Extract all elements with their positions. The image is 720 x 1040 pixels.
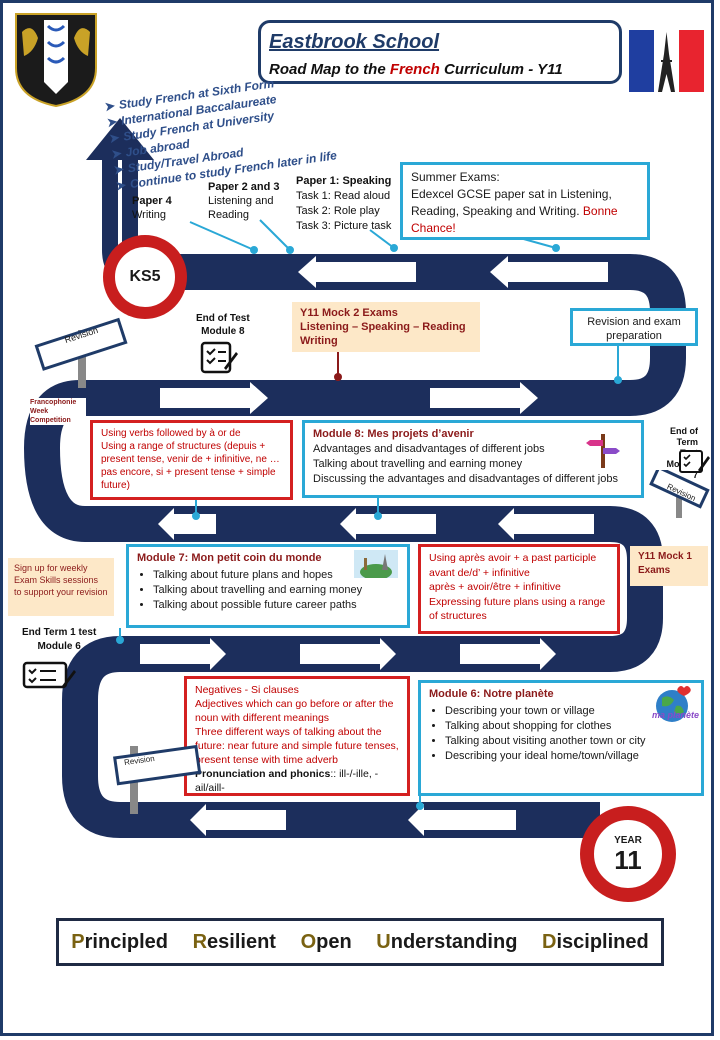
signup-note: Sign up for weekly Exam Skills sessions … xyxy=(8,558,114,616)
value-disciplined: Disciplined xyxy=(542,930,649,953)
list-item: Talking about shopping for clothes xyxy=(445,719,693,734)
school-values-bar: Principled Resilient Open Understanding … xyxy=(56,918,664,966)
revision-signpost xyxy=(34,317,128,388)
signpost-directions-icon xyxy=(586,434,620,468)
french-flag-eiffel-icon xyxy=(629,30,704,92)
test-clipboard-icon xyxy=(22,661,76,689)
paper1-label: Paper 1: Speaking Task 1: Read aloud Tas… xyxy=(296,175,392,232)
list-item: Describing your ideal home/town/village xyxy=(445,749,693,764)
ma-planete-image: ma planète xyxy=(648,684,700,730)
value-open: Open xyxy=(300,930,352,953)
year11-start-marker: YEAR 11 xyxy=(580,806,676,902)
revision-signpost xyxy=(113,744,202,814)
module8-title: Module 8: Mes projets d’avenir xyxy=(313,428,474,440)
revision-signpost xyxy=(649,470,710,518)
page-subtitle: Road Map to the French Curriculum - Y11 xyxy=(269,61,563,78)
road-arrow xyxy=(298,256,416,288)
title-box: Eastbrook School Road Map to the French … xyxy=(258,20,622,84)
grammar-module6-box: Negatives - Si clauses Adjectives which … xyxy=(184,676,410,796)
road-arrow xyxy=(490,256,608,288)
list-item: Talking about future plans and hopes xyxy=(153,568,399,583)
francophonie-note: Francophonie Week Competition xyxy=(30,398,86,425)
revision-exam-prep-box: Revision and exam preparation xyxy=(570,308,698,346)
list-item: Talking about travelling and earning mon… xyxy=(153,583,399,598)
value-understanding: Understanding xyxy=(376,930,518,953)
mock1-box: Y11 Mock 1 Exams xyxy=(630,546,708,586)
school-name: Eastbrook School xyxy=(269,31,440,53)
module6-box: Module 6: Notre planète Describing your … xyxy=(418,680,704,796)
test-clipboard-icon xyxy=(679,450,710,473)
ks5-marker: KS5 xyxy=(103,235,187,319)
value-resilient: Resilient xyxy=(192,930,276,953)
globe-icon xyxy=(656,686,691,722)
module7-title: Module 7: Mon petit coin du monde xyxy=(137,552,322,564)
school-crest-logo xyxy=(15,13,97,108)
module6-title: Module 6: Notre planète xyxy=(429,688,554,700)
world-landmarks-image xyxy=(354,550,398,578)
module8-box: Module 8: Mes projets d’avenir Advantage… xyxy=(302,420,644,498)
test-clipboard-icon xyxy=(200,341,238,374)
value-principled: Principled xyxy=(71,930,168,953)
list-item: Talking about possible future career pat… xyxy=(153,598,399,613)
grammar-module7-box: Using après avoir + a past participle av… xyxy=(418,544,620,634)
grammar-module8-box: Using verbs followed by à or de Using a … xyxy=(90,420,293,500)
summer-exams-box: Summer Exams: Edexcel GCSE paper sat in … xyxy=(400,162,650,240)
mock2-box: Y11 Mock 2 Exams Listening – Speaking – … xyxy=(292,302,480,352)
list-item: Describing your town or village xyxy=(445,704,693,719)
list-item: Talking about visiting another town or c… xyxy=(445,734,693,749)
